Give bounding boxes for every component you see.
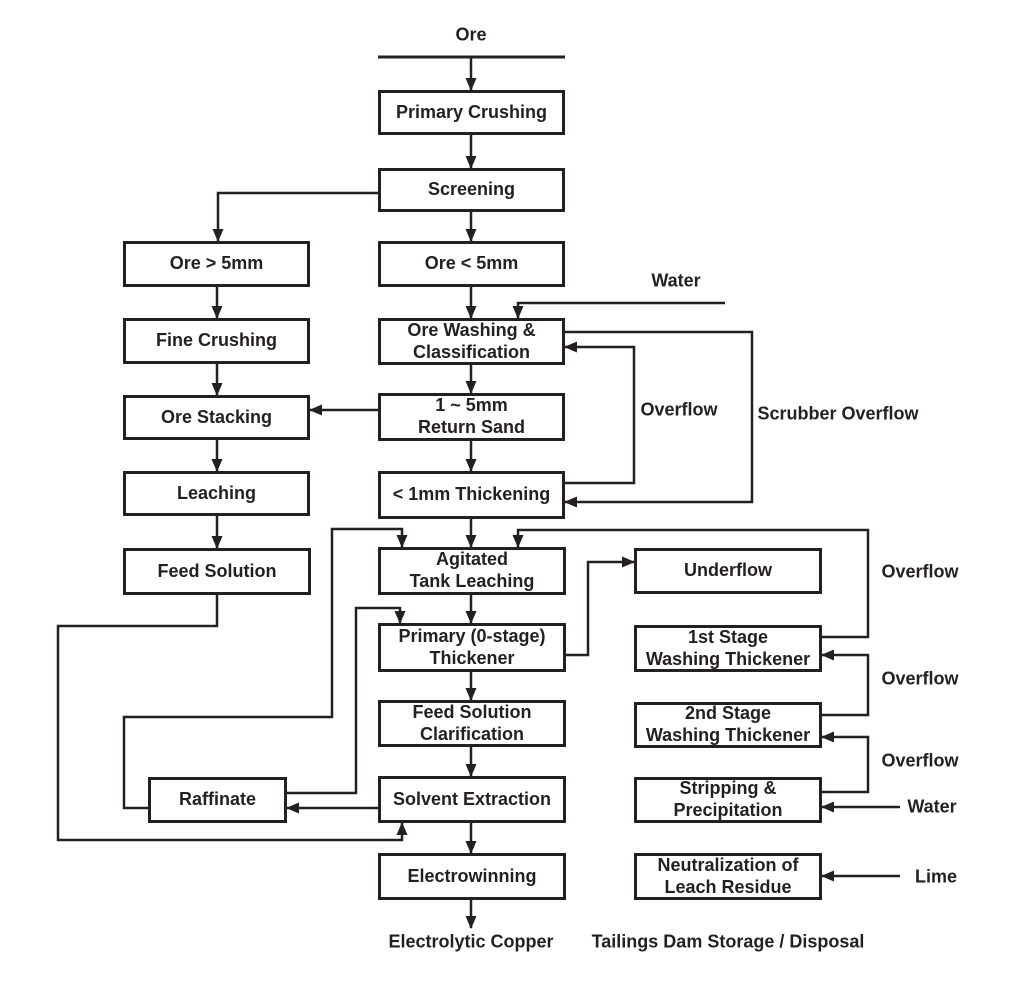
node-primary-thickener: Primary (0-stage) Thickener <box>378 623 566 672</box>
edge-water-to-ore-washing <box>512 301 725 319</box>
node-neutralization-leach-residue: Neutralization of Leach Residue <box>634 853 822 900</box>
label-scrubber-overflow: Scrubber Overflow <box>757 403 919 424</box>
edge-layer <box>56 55 900 929</box>
label-overflow-first-stage: Overflow <box>881 561 959 582</box>
label-tailings-dam-storage: Tailings Dam Storage / Disposal <box>591 931 865 952</box>
label-ore: Ore <box>455 24 487 45</box>
node-ore-washing-classification: Ore Washing & Classification <box>378 318 565 365</box>
node-solvent-extraction: Solvent Extraction <box>378 776 566 823</box>
label-overflow-thickening: Overflow <box>640 399 718 420</box>
label-overflow-stripping: Overflow <box>881 750 959 771</box>
node-return-sand: 1 ~ 5mm Return Sand <box>378 393 565 441</box>
node-ore-lt-5mm: Ore < 5mm <box>378 241 565 287</box>
edge-thickening-overflow-to-ore-washing <box>564 341 636 485</box>
node-fine-crushing: Fine Crushing <box>123 318 310 364</box>
edge-second-stage-overflow-to-first-stage <box>821 649 870 717</box>
edge-raffinate-to-primary-thickener <box>287 606 406 795</box>
label-overflow-second-stage: Overflow <box>881 668 959 689</box>
node-ore-stacking: Ore Stacking <box>123 395 310 440</box>
node-feed-solution: Feed Solution <box>123 548 311 595</box>
node-feed-solution-clarification: Feed Solution Clarification <box>378 700 566 747</box>
node-electrowinning: Electrowinning <box>378 853 566 900</box>
node-underflow: Underflow <box>634 548 822 594</box>
node-leaching: Leaching <box>123 471 310 516</box>
edge-primary-thickener-to-underflow <box>566 556 635 657</box>
edge-raffinate-to-agitated-tank <box>122 527 408 810</box>
edge-screening-to-ore-gt-5mm <box>212 191 378 242</box>
edge-stripping-overflow-to-second-stage <box>821 731 870 794</box>
node-screening: Screening <box>378 168 565 212</box>
label-water-right: Water <box>907 796 957 817</box>
edge-feed-solution-to-solvent-extraction <box>56 595 408 842</box>
node-ore-gt-5mm: Ore > 5mm <box>123 241 310 287</box>
node-agitated-tank-leaching: Agitated Tank Leaching <box>378 547 566 595</box>
label-electrolytic-copper: Electrolytic Copper <box>388 931 554 952</box>
edge-scrubber-overflow-to-thickening <box>564 330 754 508</box>
label-lime: Lime <box>914 866 958 887</box>
edge-first-stage-overflow-to-agitated-tank <box>512 528 870 639</box>
node-primary-crushing: Primary Crushing <box>378 90 565 135</box>
node-thickening-1mm: < 1mm Thickening <box>378 471 565 519</box>
node-first-stage-washing-thickener: 1st Stage Washing Thickener <box>634 625 822 672</box>
node-second-stage-washing-thickener: 2nd Stage Washing Thickener <box>634 702 822 748</box>
node-stripping-precipitation: Stripping & Precipitation <box>634 777 822 823</box>
label-water-top: Water <box>651 270 701 291</box>
node-raffinate: Raffinate <box>148 777 287 823</box>
